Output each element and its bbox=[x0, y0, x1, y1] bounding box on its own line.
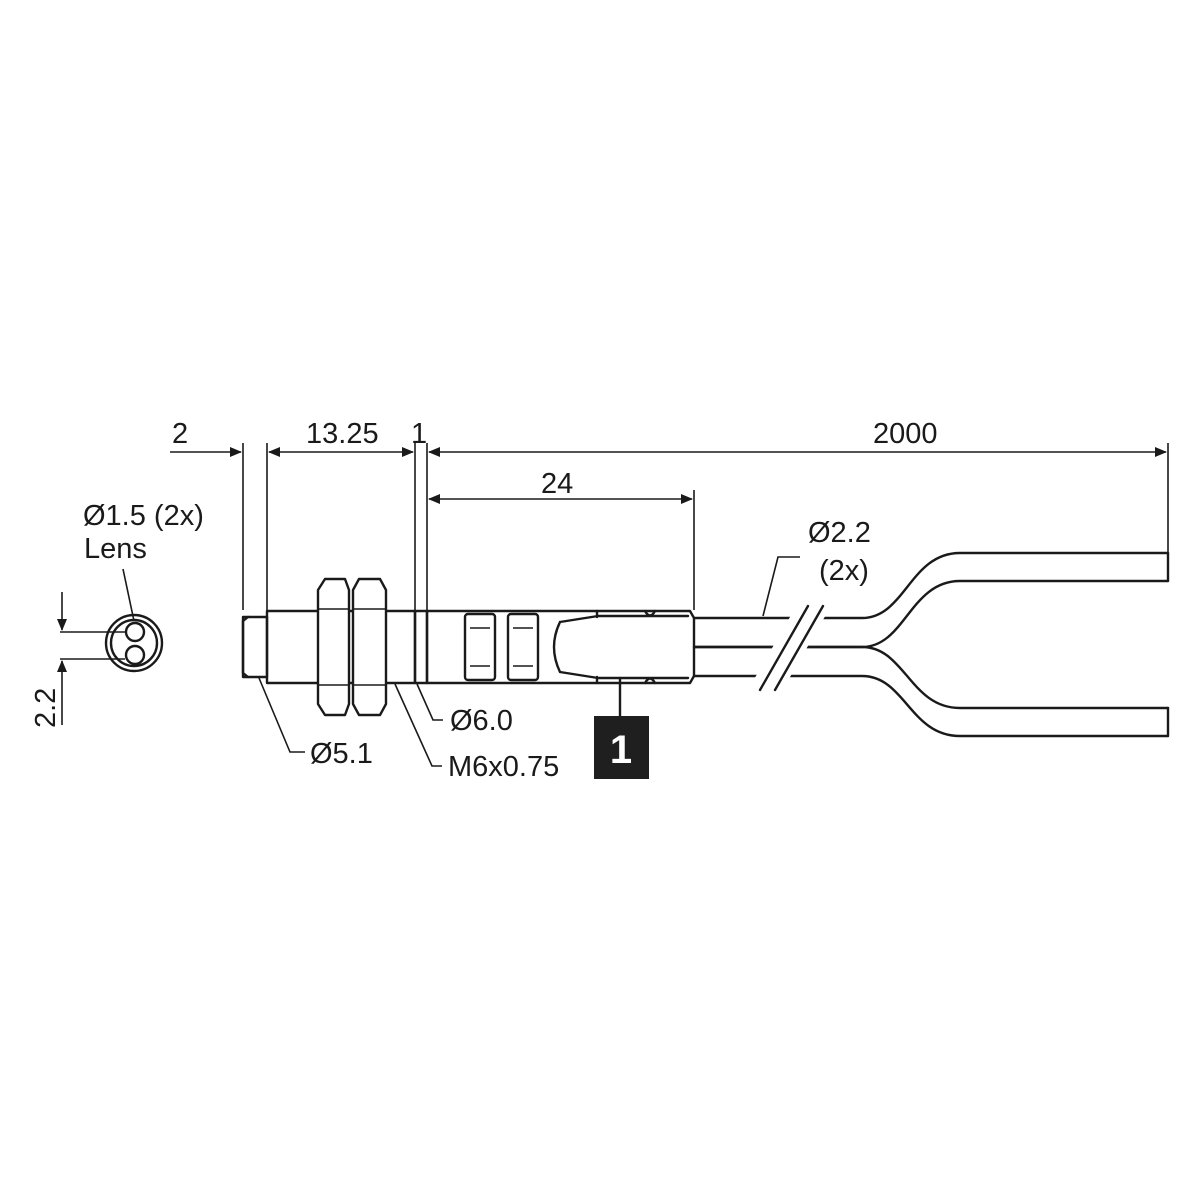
body-diameter-label: Ø6.0 bbox=[450, 705, 513, 737]
thread-label: M6x0.75 bbox=[448, 751, 559, 783]
lock-nut-2 bbox=[351, 577, 388, 717]
strain-relief-notches bbox=[595, 609, 657, 685]
strain-relief bbox=[552, 614, 690, 680]
cable-break-line-2 bbox=[773, 604, 825, 692]
connector-length-label: 24 bbox=[541, 468, 573, 500]
grip-ridge-1 bbox=[463, 612, 497, 682]
lower-lens-icon bbox=[124, 644, 146, 666]
cable-upper-outer bbox=[692, 551, 1170, 620]
thread-leader bbox=[394, 683, 442, 767]
grip-ridge-2 bbox=[506, 612, 540, 682]
nose-diameter-label: Ø5.1 bbox=[310, 738, 373, 770]
lock-nut-1 bbox=[316, 577, 351, 717]
cable-diameter-label: Ø2.2 bbox=[808, 517, 871, 549]
nose-diameter-leader bbox=[258, 677, 305, 753]
cable-lower-outer bbox=[692, 674, 1170, 738]
thread-length-label: 13.25 bbox=[306, 418, 379, 450]
lens-spacing-label: 2.2 bbox=[30, 688, 62, 728]
sensor-side-view bbox=[241, 577, 696, 717]
callout-number: 1 bbox=[610, 728, 632, 772]
callout-box bbox=[594, 716, 649, 779]
cable bbox=[692, 551, 1170, 738]
top-dimension-lines bbox=[170, 443, 1169, 610]
front-view bbox=[57, 568, 164, 725]
body-diameter-leader bbox=[416, 683, 443, 721]
upper-lens-icon bbox=[124, 621, 146, 643]
front-view-outer-circle bbox=[104, 613, 164, 673]
cable-break-line-1 bbox=[758, 604, 810, 692]
cable-upper-inner bbox=[692, 579, 1170, 649]
collar bbox=[413, 609, 429, 685]
lens-leader-line bbox=[122, 568, 135, 622]
collar-label: 1 bbox=[411, 418, 427, 450]
sensor-nose bbox=[241, 615, 269, 679]
cable-diameter-leader bbox=[762, 556, 800, 617]
front-offset-label: 2 bbox=[172, 418, 188, 450]
cable-length-label: 2000 bbox=[873, 418, 938, 450]
lens-diameter-label: Ø1.5 (2x) bbox=[83, 500, 204, 532]
cable-lower-inner bbox=[692, 645, 1170, 710]
bottom-leaders bbox=[258, 676, 622, 767]
lens-label: Lens bbox=[84, 533, 147, 565]
cable-count-label: (2x) bbox=[819, 555, 869, 587]
